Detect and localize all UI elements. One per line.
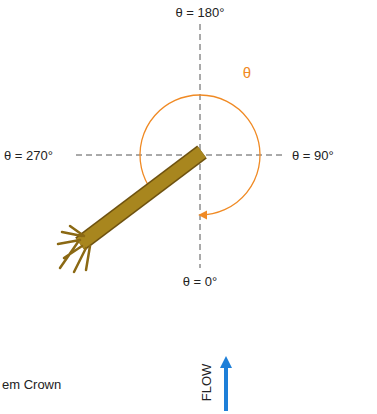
flow-label: FLOW (201, 363, 214, 401)
part-label: em Crown (2, 378, 61, 391)
angle-label: θ = 180° (176, 6, 225, 19)
horizontal-axis (76, 155, 286, 156)
theta-symbol: θ (243, 65, 251, 80)
vertical-axis (200, 24, 201, 268)
log (58, 152, 202, 272)
flow-arrow (224, 362, 228, 411)
angle-label: θ = 90° (292, 149, 334, 162)
angle-label: θ = 0° (183, 275, 217, 288)
angle-label: θ = 270° (4, 149, 53, 162)
